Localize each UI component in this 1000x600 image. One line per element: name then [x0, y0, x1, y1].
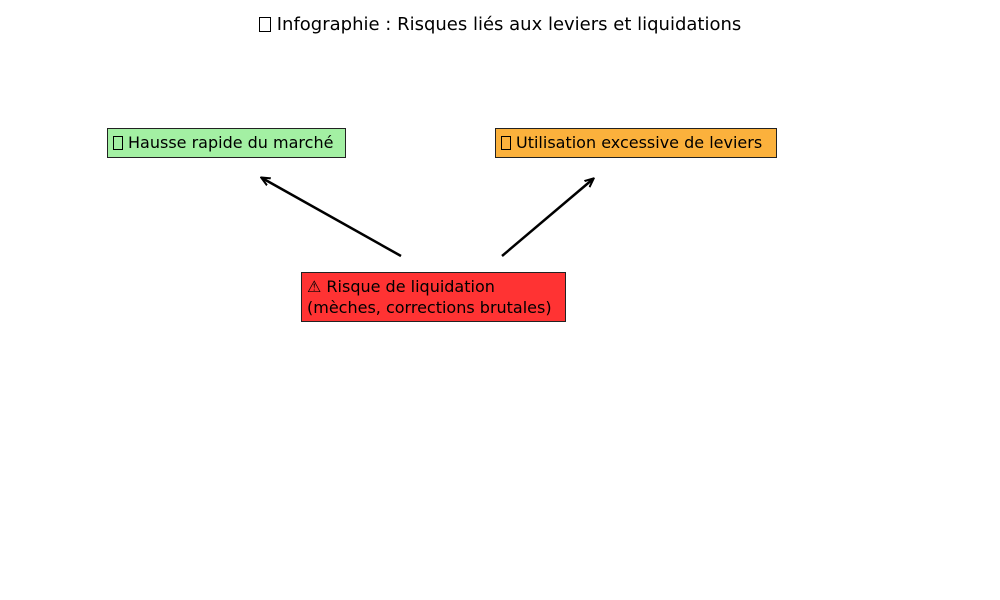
node-market-rise: Hausse rapide du marché — [107, 128, 346, 158]
node-liquidation-risk: ⚠ Risque de liquidation (mèches, correct… — [301, 272, 566, 322]
money-icon — [501, 136, 511, 150]
node-excessive-leverage-label: Utilisation excessive de leviers — [516, 133, 763, 152]
node-liquidation-risk-line1: ⚠ Risque de liquidation — [307, 277, 495, 296]
chart-icon — [258, 17, 271, 32]
node-excessive-leverage: Utilisation excessive de leviers — [495, 128, 777, 158]
diagram-title-text: Infographie : Risques liés aux leviers e… — [276, 14, 742, 35]
arrow-risk-to-leverage — [501, 179, 593, 257]
arrow-risk-to-market — [262, 178, 402, 258]
diagram-title: Infographie : Risques liés aux leviers e… — [0, 13, 1000, 37]
rocket-icon — [113, 136, 123, 150]
node-market-rise-label: Hausse rapide du marché — [128, 133, 334, 152]
node-liquidation-risk-line2: (mèches, corrections brutales) — [307, 298, 552, 317]
